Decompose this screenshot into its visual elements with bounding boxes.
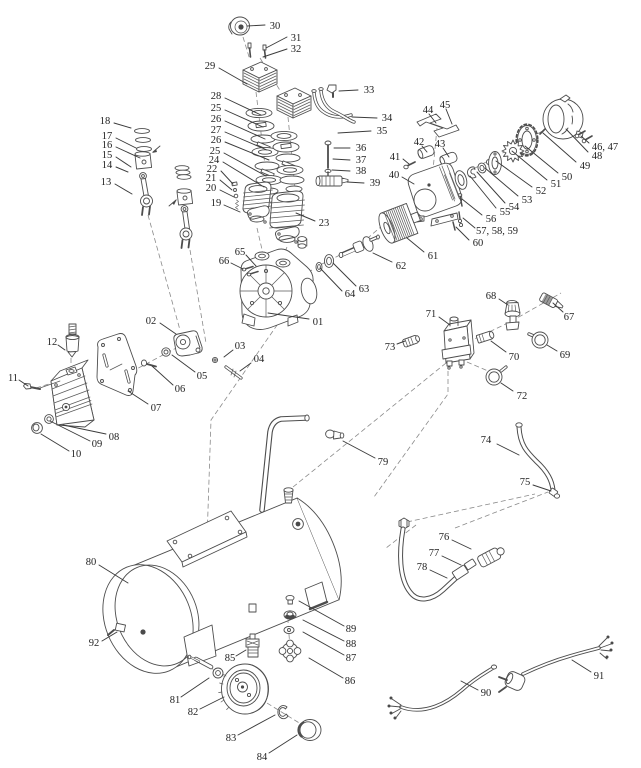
svg-text:07: 07 — [151, 403, 162, 414]
svg-text:26: 26 — [211, 114, 222, 125]
svg-text:09: 09 — [92, 439, 103, 450]
svg-text:61: 61 — [428, 251, 439, 262]
svg-text:24: 24 — [209, 155, 220, 166]
svg-text:06: 06 — [175, 384, 186, 395]
svg-text:32: 32 — [291, 44, 302, 55]
svg-text:54: 54 — [509, 202, 520, 213]
svg-text:25: 25 — [210, 146, 221, 157]
svg-text:89: 89 — [346, 624, 357, 635]
svg-text:65: 65 — [235, 247, 246, 258]
svg-text:35: 35 — [377, 126, 388, 137]
svg-text:64: 64 — [345, 289, 356, 300]
svg-text:87: 87 — [346, 653, 357, 664]
svg-text:18: 18 — [100, 116, 111, 127]
svg-text:66: 66 — [219, 256, 230, 267]
svg-text:85: 85 — [225, 653, 236, 664]
svg-text:76: 76 — [439, 532, 450, 543]
svg-text:79: 79 — [378, 457, 389, 468]
svg-text:12: 12 — [47, 337, 58, 348]
svg-text:36: 36 — [356, 143, 367, 154]
svg-text:82: 82 — [188, 707, 199, 718]
svg-text:92: 92 — [89, 638, 100, 649]
svg-text:91: 91 — [594, 671, 605, 682]
svg-text:10: 10 — [71, 449, 82, 460]
svg-text:34: 34 — [382, 113, 393, 124]
svg-text:70: 70 — [509, 352, 520, 363]
svg-text:31: 31 — [291, 33, 302, 44]
svg-text:80: 80 — [86, 557, 97, 568]
svg-text:84: 84 — [257, 752, 268, 763]
svg-text:40: 40 — [389, 170, 400, 181]
svg-text:71: 71 — [426, 309, 437, 320]
svg-text:29: 29 — [205, 61, 216, 72]
svg-text:22: 22 — [207, 164, 218, 175]
svg-text:75: 75 — [520, 477, 531, 488]
svg-text:56: 56 — [486, 214, 497, 225]
svg-text:03: 03 — [235, 341, 246, 352]
svg-text:42: 42 — [414, 137, 425, 148]
svg-text:39: 39 — [370, 178, 381, 189]
svg-text:57, 58, 59: 57, 58, 59 — [476, 226, 518, 237]
svg-text:74: 74 — [481, 435, 492, 446]
svg-text:20: 20 — [206, 183, 217, 194]
svg-text:13: 13 — [101, 177, 112, 188]
svg-text:90: 90 — [481, 688, 492, 699]
svg-text:86: 86 — [345, 676, 356, 687]
svg-text:28: 28 — [211, 91, 222, 102]
svg-text:19: 19 — [211, 198, 222, 209]
svg-text:77: 77 — [429, 548, 440, 559]
svg-text:60: 60 — [473, 238, 484, 249]
svg-text:62: 62 — [396, 261, 407, 272]
svg-text:15: 15 — [102, 150, 113, 161]
svg-text:45: 45 — [440, 100, 451, 111]
svg-text:16: 16 — [102, 140, 113, 151]
svg-text:41: 41 — [390, 152, 401, 163]
svg-text:25: 25 — [211, 103, 222, 114]
svg-text:46, 47: 46, 47 — [592, 142, 618, 153]
svg-text:67: 67 — [564, 312, 575, 323]
svg-text:72: 72 — [517, 391, 528, 402]
svg-text:37: 37 — [356, 155, 367, 166]
svg-text:38: 38 — [356, 166, 367, 177]
svg-text:44: 44 — [423, 105, 434, 116]
svg-text:21: 21 — [206, 173, 217, 184]
svg-text:08: 08 — [109, 432, 120, 443]
svg-text:02: 02 — [146, 316, 157, 327]
svg-text:73: 73 — [385, 342, 396, 353]
svg-text:01: 01 — [313, 317, 324, 328]
svg-text:04: 04 — [254, 354, 265, 365]
svg-text:88: 88 — [346, 639, 357, 650]
svg-text:52: 52 — [536, 186, 547, 197]
svg-text:63: 63 — [359, 284, 370, 295]
svg-text:83: 83 — [226, 733, 237, 744]
svg-text:50: 50 — [562, 172, 573, 183]
svg-text:23: 23 — [319, 218, 330, 229]
svg-text:78: 78 — [417, 562, 428, 573]
svg-text:30: 30 — [270, 21, 281, 32]
svg-text:48: 48 — [592, 151, 603, 162]
svg-text:26: 26 — [211, 135, 222, 146]
svg-text:49: 49 — [580, 161, 591, 172]
svg-text:68: 68 — [486, 291, 497, 302]
svg-text:33: 33 — [364, 85, 375, 96]
svg-text:14: 14 — [102, 160, 113, 171]
svg-text:55: 55 — [500, 207, 511, 218]
svg-text:17: 17 — [102, 131, 113, 142]
svg-text:43: 43 — [435, 139, 446, 150]
svg-text:81: 81 — [170, 695, 181, 706]
svg-text:27: 27 — [211, 125, 222, 136]
svg-text:05: 05 — [197, 371, 208, 382]
svg-text:69: 69 — [560, 350, 571, 361]
svg-text:51: 51 — [551, 179, 562, 190]
svg-text:11: 11 — [8, 373, 18, 384]
svg-text:53: 53 — [522, 195, 533, 206]
